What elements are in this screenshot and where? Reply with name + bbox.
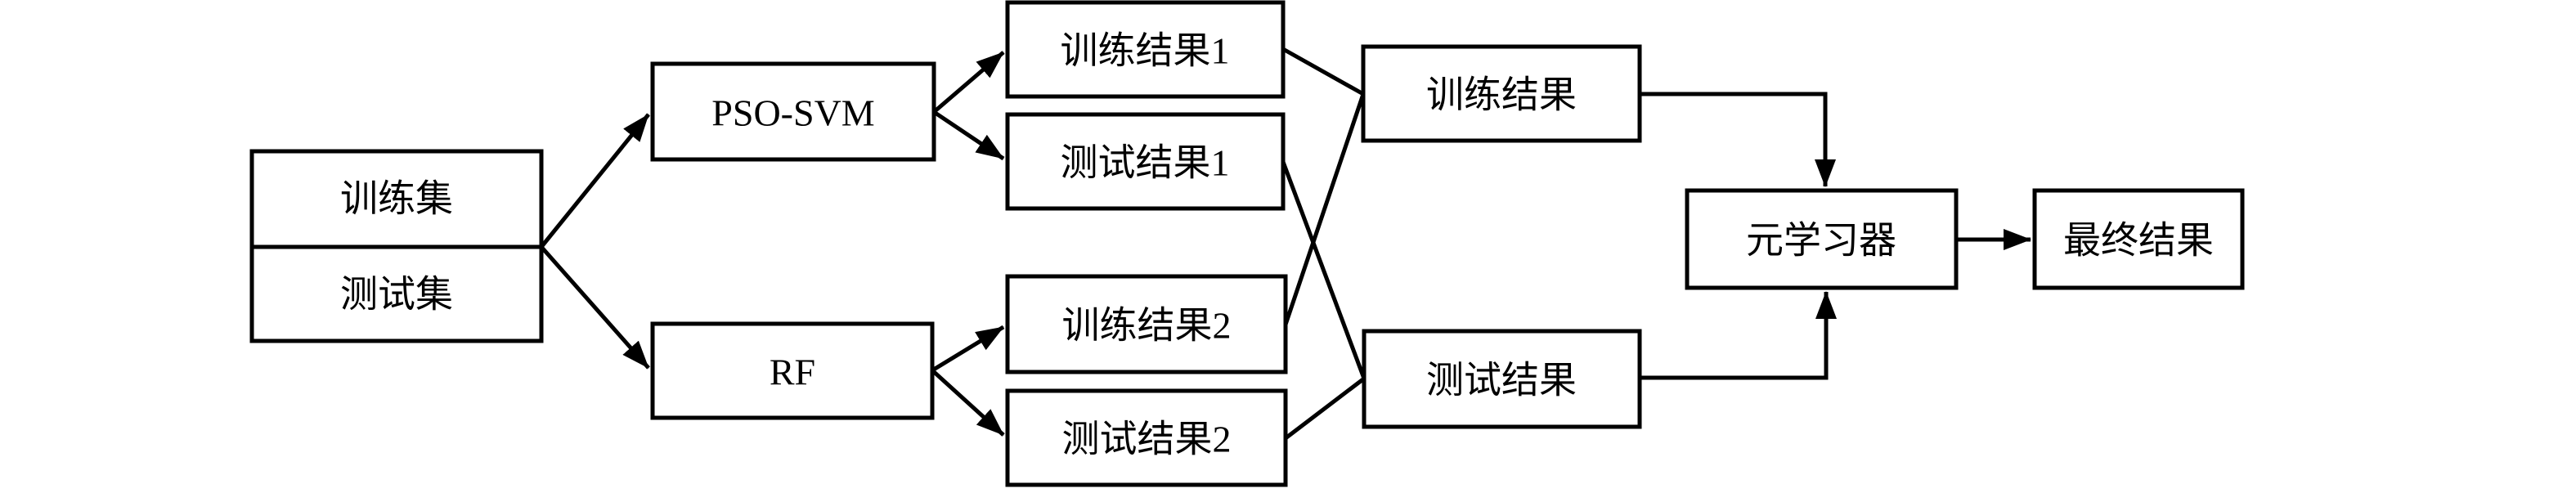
edge-rf-to-test-result-2 <box>931 369 1005 437</box>
meta-learner-label: 元学习器 <box>1746 220 1896 262</box>
test-result-2-label: 测试结果2 <box>1062 419 1232 460</box>
test-result-2-box <box>1005 388 1288 487</box>
final-result-box <box>2032 188 2245 290</box>
edges <box>540 47 2031 440</box>
test-result-1-label: 测试结果1 <box>1061 142 1230 184</box>
train-result-1-label: 训练结果1 <box>1061 30 1230 72</box>
edge-test-result-2-to-test-result <box>1284 377 1366 440</box>
node-test-result-2: 测试结果2 <box>1005 388 1288 487</box>
node-final-result: 最终结果 <box>2032 188 2245 290</box>
node-test-result-1: 测试结果1 <box>1005 112 1286 211</box>
edge-datasets-to-pso-svm <box>540 113 650 249</box>
node-train-result-1: 训练结果1 <box>1005 0 1286 99</box>
nodes: 训练集 测试集 PSO-SVM RF 训练结果1 测试结果1 <box>249 0 2245 487</box>
test-result-label: 测试结果 <box>1426 360 1577 401</box>
train-result-2-box <box>1005 274 1288 374</box>
edge-train-result-to-meta-learner <box>1640 92 1836 187</box>
edge-datasets-to-rf <box>540 245 650 370</box>
edge-test-result-to-meta-learner <box>1640 291 1837 380</box>
edge-pso-svm-to-train-result-1 <box>932 51 1005 114</box>
edge-train-result-1-to-train-result <box>1281 47 1365 96</box>
final-result-label: 最终结果 <box>2063 220 2214 262</box>
rf-label: RF <box>770 352 815 393</box>
train-set-label: 训练集 <box>340 178 453 220</box>
meta-learner-box <box>1685 188 1959 290</box>
test-result-box <box>1362 329 1642 429</box>
node-rf: RF <box>650 321 935 420</box>
rf-box <box>650 321 935 420</box>
test-result-1-box <box>1005 112 1286 211</box>
train-result-2-label: 训练结果2 <box>1062 305 1232 347</box>
pso-svm-box <box>650 61 936 162</box>
edge-rf-to-train-result-2 <box>931 325 1005 373</box>
node-pso-svm: PSO-SVM <box>650 61 936 162</box>
pso-svm-label: PSO-SVM <box>711 92 874 134</box>
edge-pso-svm-to-test-result-1 <box>932 110 1005 161</box>
edge-train-result-2-to-train-result <box>1283 93 1366 325</box>
train-result-label: 训练结果 <box>1426 74 1577 116</box>
edge-test-result-1-to-test-result <box>1281 161 1367 379</box>
node-train-result: 训练结果 <box>1361 44 1642 143</box>
node-test-result: 测试结果 <box>1362 329 1642 429</box>
node-datasets: 训练集 测试集 <box>249 149 544 343</box>
test-set-label: 测试集 <box>340 274 453 316</box>
train-result-box <box>1361 44 1642 143</box>
train-result-1-box <box>1005 0 1286 99</box>
node-train-result-2: 训练结果2 <box>1005 274 1288 374</box>
node-meta-learner: 元学习器 <box>1685 188 1959 290</box>
